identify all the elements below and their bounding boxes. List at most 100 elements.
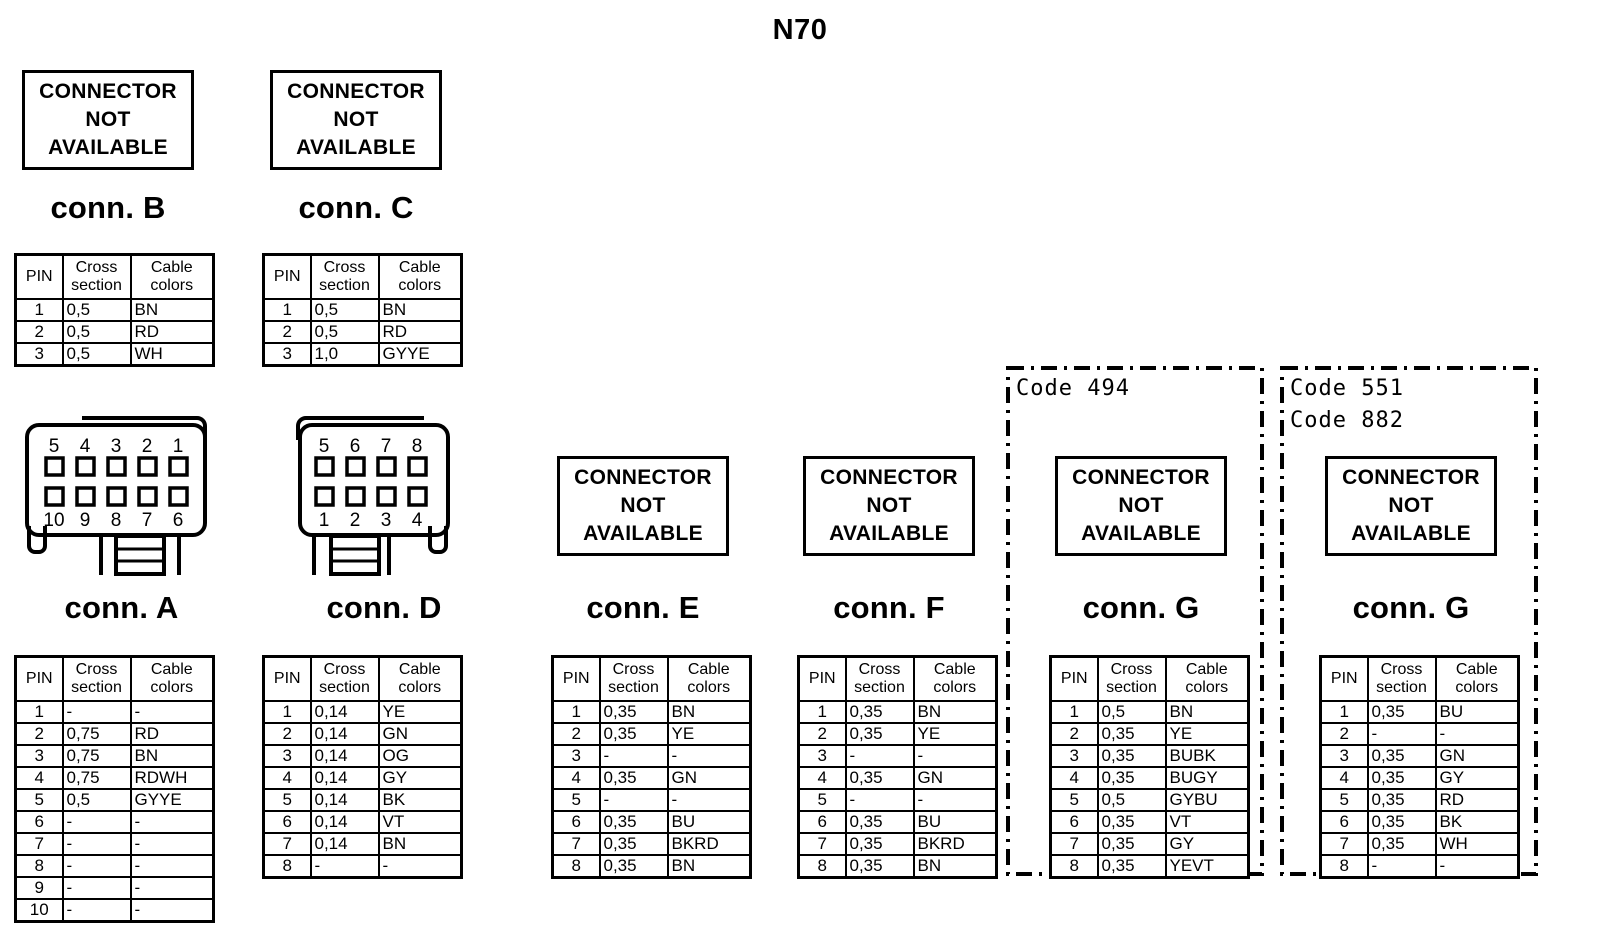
cell-cross-section: 0,5 (309, 298, 380, 322)
cell-pin: 5 (797, 788, 847, 812)
cell-cable-colors: BN (377, 832, 463, 856)
connector-not-available-box-g2: CONNECTOR NOT AVAILABLE (1325, 456, 1497, 556)
cell-cross-section: 0,35 (1366, 832, 1437, 856)
table-header-row: PIN Cross section Cable colors (797, 655, 998, 702)
cell-cross-section: 0,35 (1366, 766, 1437, 790)
header-cross-line-1: Cross (75, 660, 118, 678)
cell-cross-section: 0,75 (61, 744, 132, 768)
header-cable-line-1: Cable (933, 660, 976, 678)
cell-cross-section: 0,35 (598, 854, 669, 879)
header-cross-section: Cross section (844, 655, 915, 702)
cell-pin: 2 (14, 320, 64, 344)
cell-cable-colors: YE (666, 722, 752, 746)
cell-cable-colors: YE (377, 700, 463, 724)
cell-pin: 3 (14, 342, 64, 367)
cell-cross-section: 0,14 (309, 810, 380, 834)
cell-pin: 8 (551, 854, 601, 879)
header-cable-line-1: Cable (1185, 660, 1228, 678)
cell-cable-colors: BN (129, 744, 215, 768)
cell-cross-section: 0,35 (844, 700, 915, 724)
cell-pin: 2 (262, 722, 312, 746)
pin-label-top-3: 3 (111, 436, 122, 457)
header-pin: PIN (797, 655, 847, 702)
pin-label-bot-5: 6 (173, 510, 184, 531)
cell-cable-colors: GYBU (1164, 788, 1250, 812)
cell-pin: 5 (551, 788, 601, 812)
header-pin: PIN (14, 655, 64, 702)
cell-cable-colors: - (1434, 854, 1520, 879)
table-row: 10-- (14, 898, 215, 923)
header-cross-section: Cross section (61, 655, 132, 702)
cna-line-1: CONNECTOR (1072, 466, 1210, 490)
cell-pin: 7 (551, 832, 601, 856)
code-label-882: Code 882 (1290, 408, 1404, 433)
cell-cross-section: - (61, 876, 132, 900)
cell-cable-colors: BUGY (1164, 766, 1250, 790)
cell-pin: 1 (262, 298, 312, 322)
cell-pin: 9 (14, 876, 64, 900)
cell-cross-section: - (61, 700, 132, 724)
cell-cable-colors: GYYE (377, 342, 463, 367)
pin-label-bot-2: 2 (350, 510, 361, 531)
cna-line-3: AVAILABLE (1081, 521, 1201, 545)
cell-cable-colors: BK (377, 788, 463, 812)
pin-label-bot-3: 8 (111, 510, 122, 531)
header-cable-line-2: colors (398, 679, 442, 696)
cell-cable-colors: RD (1434, 788, 1520, 812)
cell-pin: 6 (1319, 810, 1369, 834)
table-row: 3-- (797, 744, 998, 768)
cell-pin: 1 (1319, 700, 1369, 724)
cell-pin: 2 (1319, 722, 1369, 746)
pin-label-top-4: 2 (142, 436, 153, 457)
cell-cross-section: 0,35 (1366, 810, 1437, 834)
cell-cable-colors: BN (1164, 700, 1250, 724)
table-header-row: PIN Cross section Cable colors (262, 253, 463, 300)
cell-pin: 8 (797, 854, 847, 879)
cell-cross-section: - (598, 744, 669, 768)
cell-cross-section: 0,5 (61, 788, 132, 812)
header-cable-colors: Cable colors (129, 655, 215, 702)
cell-cable-colors: BKRD (666, 832, 752, 856)
cell-cable-colors: GN (666, 766, 752, 790)
cna-line-3: AVAILABLE (296, 135, 416, 159)
cell-pin: 4 (14, 766, 64, 790)
cell-cable-colors: GN (377, 722, 463, 746)
connector-not-available-box-b: CONNECTOR NOT AVAILABLE (22, 70, 194, 170)
cell-cable-colors: BU (666, 810, 752, 834)
cell-pin: 3 (14, 744, 64, 768)
cell-cross-section: - (598, 788, 669, 812)
cna-line-3: AVAILABLE (829, 521, 949, 545)
cell-cable-colors: RD (129, 722, 215, 746)
header-cable-colors: Cable colors (1164, 655, 1250, 702)
header-cable-colors: Cable colors (666, 655, 752, 702)
conn-caption-d: conn. D (326, 590, 442, 625)
header-cross-line-2: section (1106, 679, 1157, 696)
connector-not-available-box-g1: CONNECTOR NOT AVAILABLE (1055, 456, 1227, 556)
cell-pin: 4 (797, 766, 847, 790)
cell-pin: 6 (262, 810, 312, 834)
cell-cross-section: 0,14 (309, 766, 380, 790)
cell-cable-colors: WH (1434, 832, 1520, 856)
cell-cable-colors: - (129, 832, 215, 856)
